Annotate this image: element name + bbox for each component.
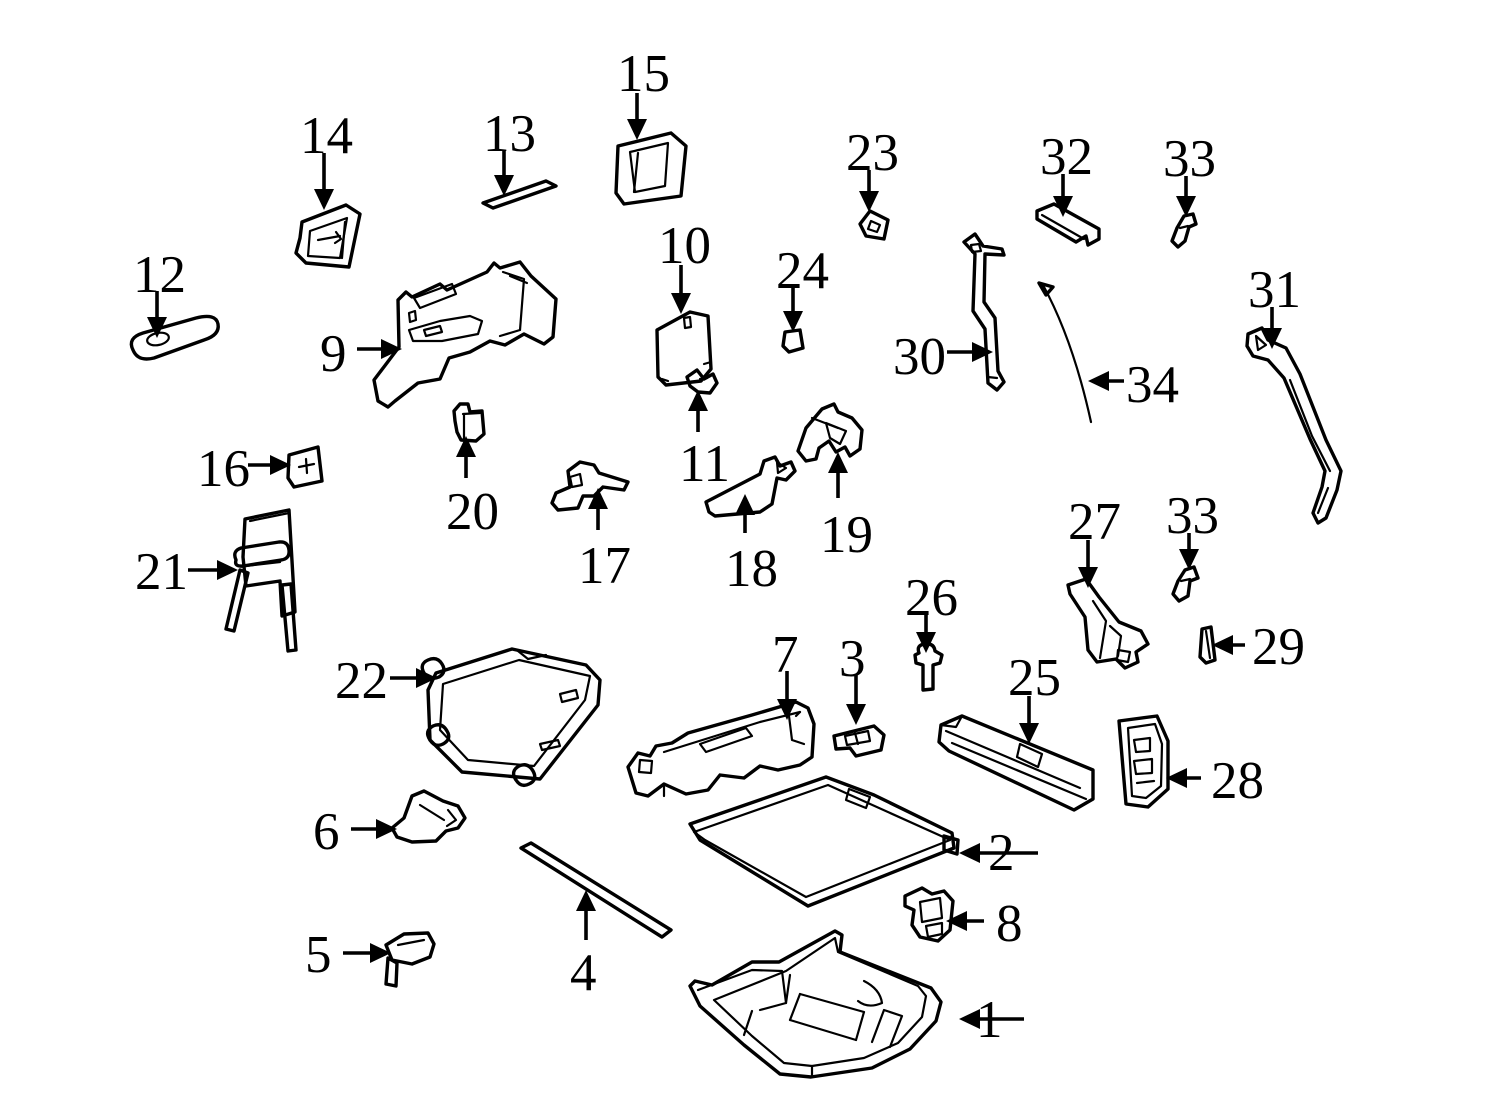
callout-number-13: 13 xyxy=(483,105,536,163)
callout-number-19: 19 xyxy=(820,506,873,564)
callout-number-16: 16 xyxy=(197,440,250,498)
callout-number-26: 26 xyxy=(905,569,958,627)
part-25-door-sill-plate xyxy=(937,714,1095,812)
part-10-upper-quarter-trim xyxy=(655,310,713,387)
callout-number-18: 18 xyxy=(725,540,778,598)
callout-number-20: 20 xyxy=(446,483,499,541)
part-24-end-cap-plug xyxy=(781,328,805,354)
callout-number-22: 22 xyxy=(335,652,388,710)
part-06-corner-bracket xyxy=(390,789,467,844)
part-30-a-pillar-trim xyxy=(962,232,1006,392)
part-26-push-pin-fastener xyxy=(913,642,944,692)
part-18-floor-brace xyxy=(704,455,797,518)
part-34-weatherstrip-seal xyxy=(1037,281,1093,424)
part-16-square-grommet xyxy=(286,445,324,489)
callout-number-9: 9 xyxy=(320,325,347,383)
callout-number-29: 29 xyxy=(1252,618,1305,676)
callout-number-10: 10 xyxy=(658,217,711,275)
callout-number-25: 25 xyxy=(1008,649,1061,707)
part-28-pillar-trim-insert xyxy=(1117,714,1170,809)
part-05-small-bracket-left xyxy=(384,931,436,988)
callout-number-34: 34 xyxy=(1126,356,1179,414)
part-21-seat-frame-hinge xyxy=(224,508,298,653)
part-23-diamond-washer xyxy=(858,209,890,241)
callout-number-14: 14 xyxy=(300,107,353,165)
callout-number-7: 7 xyxy=(772,626,799,684)
callout-number-31: 31 xyxy=(1248,261,1301,319)
callout-number-27: 27 xyxy=(1068,493,1121,551)
part-09-quarter-trim-panel xyxy=(372,260,558,409)
part-12-grab-handle-cover xyxy=(129,314,220,361)
part-15-storage-lid-panel xyxy=(614,131,688,206)
callout-number-23: 23 xyxy=(846,124,899,182)
callout-number-4: 4 xyxy=(570,944,597,1002)
callout-number-30: 30 xyxy=(893,328,946,386)
part-20-striker-housing xyxy=(452,402,486,443)
part-13-narrow-trim-strip xyxy=(481,179,558,210)
part-11-trim-clip-small xyxy=(685,368,719,395)
part-19-reinforcement-bracket-right xyxy=(796,402,864,463)
callout-number-17: 17 xyxy=(578,537,631,595)
callout-number-1: 1 xyxy=(976,991,1003,1049)
part-17-reinforcement-bracket-left xyxy=(550,460,630,512)
part-33-screw-fastener-upper xyxy=(1170,212,1198,249)
callout-number-21: 21 xyxy=(135,543,188,601)
callout-number-33-upper: 33 xyxy=(1163,130,1216,188)
part-33-screw-fastener-lower xyxy=(1171,565,1200,603)
callout-number-24: 24 xyxy=(776,242,829,300)
callout-number-33-lower: 33 xyxy=(1166,487,1219,545)
part-03-retainer-clip xyxy=(832,724,886,758)
part-14-access-cover-panel xyxy=(294,203,362,269)
part-01-rear-floor-pan xyxy=(688,929,943,1079)
part-31-roof-rail-trim xyxy=(1245,326,1343,525)
part-29-flat-clip xyxy=(1198,625,1217,665)
callout-number-8: 8 xyxy=(996,895,1023,953)
leader-lines xyxy=(147,93,1282,1029)
part-27-b-pillar-lower-trim xyxy=(1066,577,1150,670)
callout-number-15: 15 xyxy=(617,45,670,103)
part-22-load-floor-cover xyxy=(420,647,602,788)
part-32-grab-handle-trim xyxy=(1035,202,1101,247)
part-04-trim-strip xyxy=(519,841,673,939)
callout-number-6: 6 xyxy=(313,803,340,861)
part-02-floor-carpet-mat xyxy=(688,775,960,908)
callout-number-2: 2 xyxy=(988,824,1015,882)
callout-number-5: 5 xyxy=(305,926,332,984)
callout-number-12: 12 xyxy=(133,246,186,304)
callout-number-28: 28 xyxy=(1211,752,1264,810)
callout-number-3: 3 xyxy=(839,630,866,688)
part-08-seat-anchor-bracket xyxy=(903,886,955,943)
callout-number-32: 32 xyxy=(1040,128,1093,186)
callout-number-11: 11 xyxy=(679,435,731,493)
